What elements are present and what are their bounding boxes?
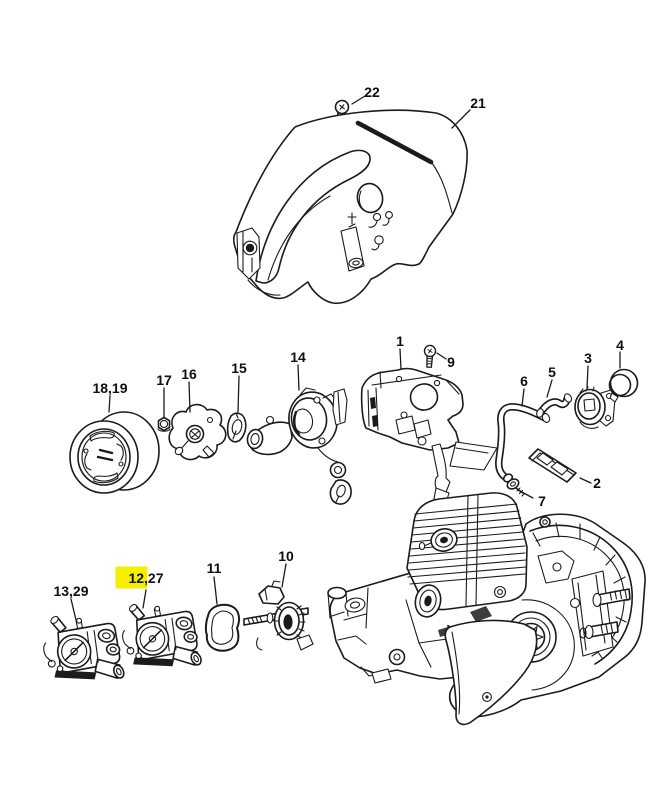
part-label-22[interactable]: 22 <box>364 84 380 100</box>
part-number[interactable]: 3 <box>584 350 592 366</box>
part-15-clip-drawing <box>226 412 247 443</box>
cover-dark-stripe <box>355 120 434 165</box>
clip-below-housing <box>329 479 352 505</box>
part-number[interactable]: 12,27 <box>128 570 163 586</box>
part-number[interactable]: 10 <box>278 548 294 564</box>
part-label-15[interactable]: 15 <box>231 360 247 376</box>
part-1-filter-housing-drawing <box>360 367 498 504</box>
part-labels: 22 21 18,19 17 16 15 14 1 9 6 5 <box>53 84 624 599</box>
selection-highlight <box>115 566 148 589</box>
part-number[interactable]: 22 <box>364 84 380 100</box>
part-label-9[interactable]: 9 <box>447 354 455 370</box>
cover-bracket <box>236 227 261 280</box>
part-number[interactable]: 14 <box>290 349 306 365</box>
part-label-1[interactable]: 1 <box>396 333 404 349</box>
part-2-plate-drawing <box>528 448 577 483</box>
part-number[interactable]: 7 <box>538 493 546 509</box>
part-5-hose-drawing <box>536 393 573 418</box>
part-label-13-29[interactable]: 13,29 <box>53 583 88 599</box>
part-16-pawl-carrier-drawing <box>168 403 227 461</box>
part-9-screw-drawing <box>422 344 437 369</box>
part-label-2[interactable]: 2 <box>593 475 601 491</box>
part-number[interactable]: 16 <box>181 366 197 382</box>
part-7-valve-drawing <box>502 473 526 497</box>
part-21-shroud-drawing <box>232 109 468 304</box>
choke-symbol <box>347 212 357 228</box>
side-plate <box>449 441 498 471</box>
leader-lines <box>70 95 621 621</box>
part-14-fan-housing-drawing <box>246 387 352 505</box>
part-label-10[interactable]: 10 <box>278 548 294 564</box>
flywheel-emboss-marks <box>96 448 114 462</box>
part-number[interactable]: 21 <box>470 95 486 111</box>
filter-hole <box>409 383 439 411</box>
part-label-16[interactable]: 16 <box>181 366 197 382</box>
part-number[interactable]: 9 <box>447 354 455 370</box>
part-10-manifold-drawing <box>243 580 314 651</box>
part-label-11[interactable]: 11 <box>207 560 222 576</box>
part-number[interactable]: 5 <box>548 364 556 380</box>
chain-plate <box>444 619 538 726</box>
part-label-12-27-highlighted[interactable]: 12,27 <box>115 566 164 589</box>
part-number[interactable]: 6 <box>520 373 528 389</box>
part-number[interactable]: 17 <box>156 372 172 388</box>
part-number[interactable]: 11 <box>207 560 222 576</box>
part-number[interactable]: 13,29 <box>53 583 88 599</box>
part-number[interactable]: 18,19 <box>92 380 127 396</box>
part-13-29-carburetor-drawing <box>41 610 127 685</box>
engine-assembly-drawing <box>327 492 646 726</box>
part-12-27-carburetor-drawing <box>120 598 204 671</box>
part-11-gasket-drawing <box>204 603 241 652</box>
part-18-19-flywheel-drawing <box>69 411 160 494</box>
cover-hole <box>356 182 384 214</box>
part-number[interactable]: 1 <box>396 333 404 349</box>
part-label-3[interactable]: 3 <box>584 350 592 366</box>
part-3-elbow-drawing <box>574 386 616 429</box>
part-17-nut-drawing <box>157 416 171 432</box>
part-4-cap-drawing <box>608 368 639 403</box>
part-label-18-19[interactable]: 18,19 <box>92 380 127 396</box>
part-number[interactable]: 2 <box>593 475 601 491</box>
part-label-7[interactable]: 7 <box>538 493 546 509</box>
part-label-5[interactable]: 5 <box>548 364 556 380</box>
part-label-21[interactable]: 21 <box>470 95 486 111</box>
part-label-4[interactable]: 4 <box>616 337 624 353</box>
part-label-17[interactable]: 17 <box>156 372 172 388</box>
part-number[interactable]: 15 <box>231 360 247 376</box>
part-label-6[interactable]: 6 <box>520 373 528 389</box>
part-label-14[interactable]: 14 <box>290 349 306 365</box>
part-number[interactable]: 4 <box>616 337 624 353</box>
